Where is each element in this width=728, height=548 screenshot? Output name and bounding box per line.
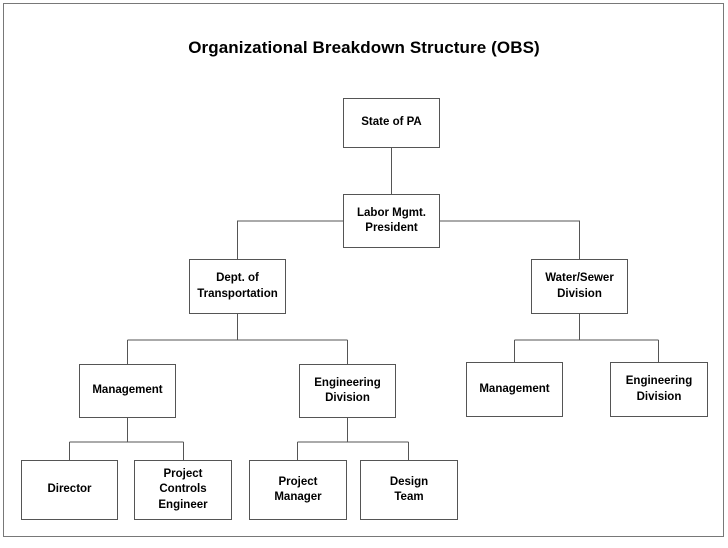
edge-president-to-water-sewer (440, 220, 581, 259)
node-label: Engineering Division (314, 376, 381, 404)
edge-president-to-dot (236, 220, 343, 259)
node-director[interactable]: Director (21, 460, 118, 520)
node-ws-engineering-division[interactable]: Engineering Division (610, 362, 708, 417)
node-design-team[interactable]: Design Team (360, 460, 458, 520)
node-state-of-pa[interactable]: State of PA (343, 98, 440, 148)
node-label: Management (479, 382, 550, 395)
node-label: Dept. of Transportation (197, 272, 278, 300)
node-label: Management (92, 384, 163, 397)
node-label: Director (47, 483, 92, 496)
node-dot-engineering-division[interactable]: Engineering Division (299, 364, 396, 418)
node-dept-of-transportation[interactable]: Dept. of Transportation (189, 259, 286, 314)
node-label: State of PA (361, 116, 422, 129)
node-dot-management[interactable]: Management (79, 364, 176, 418)
node-labor-mgmt-president[interactable]: Labor Mgmt. President (343, 194, 440, 248)
page-title: Organizational Breakdown Structure (OBS) (188, 38, 540, 57)
node-label: Project Manager (274, 475, 322, 503)
node-label: Labor Mgmt. President (357, 206, 426, 234)
node-water-sewer-division[interactable]: Water/Sewer Division (531, 259, 628, 314)
node-label: Engineering Division (625, 375, 693, 403)
node-label: Design Team (389, 475, 429, 503)
node-project-controls-engineer[interactable]: Project Controls Engineer (134, 460, 232, 520)
node-label: Project Controls Engineer (158, 468, 208, 511)
node-ws-management[interactable]: Management (466, 362, 563, 417)
node-label: Water/Sewer Division (545, 272, 614, 300)
node-project-manager[interactable]: Project Manager (249, 460, 347, 520)
